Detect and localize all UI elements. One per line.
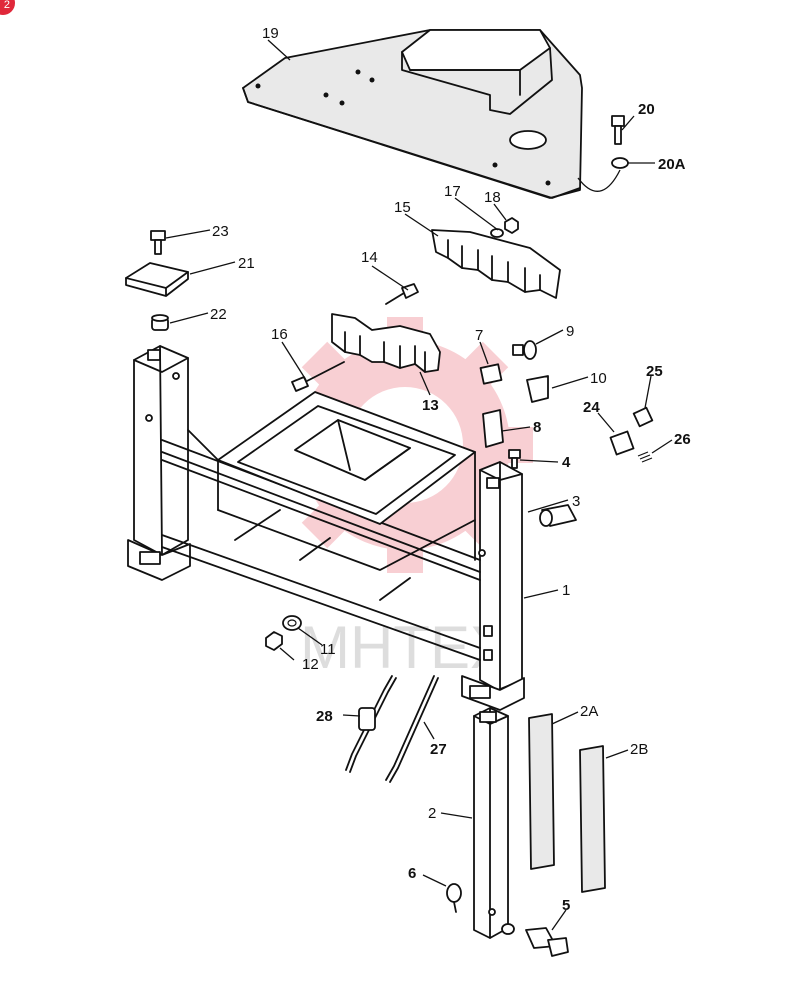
- callout-13: 13: [422, 397, 439, 414]
- leader-lines: [165, 39, 673, 931]
- callout-9: 9: [566, 323, 574, 340]
- callout-11: 11: [320, 641, 336, 658]
- nut-18: [490, 217, 519, 238]
- callout-2b: 2B: [630, 741, 648, 758]
- nut-12: [265, 631, 283, 651]
- curved-bracket-15: [431, 229, 561, 299]
- bolt-14: [385, 283, 419, 305]
- spacer-22: [151, 314, 169, 331]
- callout-14: 14: [361, 249, 378, 266]
- leader-wire: [577, 169, 621, 192]
- pad-21: [125, 262, 189, 297]
- callout-1: 1: [562, 582, 570, 599]
- pin-5: [525, 927, 569, 957]
- callout-labels: 19 20 20A 17 18 15 23 21 22 14 16 13 7 9…: [210, 25, 691, 914]
- fitting-24: [609, 430, 635, 456]
- bolt-23: [150, 230, 166, 255]
- callout-17: 17: [444, 183, 461, 200]
- screw-4: [508, 449, 521, 469]
- screw-9: [512, 340, 537, 360]
- callout-26: 26: [674, 431, 691, 448]
- callout-12: 12: [302, 656, 319, 673]
- plate-2b: [579, 745, 606, 893]
- main-frame: [127, 345, 525, 711]
- callout-16: 16: [271, 326, 288, 343]
- callout-23: 23: [212, 223, 229, 240]
- plate-2a: [528, 713, 555, 870]
- callout-15: 15: [394, 199, 411, 216]
- callout-22: 22: [210, 306, 227, 323]
- callout-2: 2: [428, 805, 436, 822]
- callout-2a: 2A: [580, 703, 598, 720]
- callout-19: 19: [262, 25, 279, 42]
- clip-6: [446, 883, 462, 913]
- leg-extension-2: [473, 707, 515, 939]
- callout-5: 5: [562, 897, 570, 914]
- plate-8: [482, 409, 504, 448]
- callout-8: 8: [533, 419, 541, 436]
- callout-18: 18: [484, 189, 501, 206]
- callout-24: 24: [583, 399, 600, 416]
- callout-28: 28: [316, 708, 333, 725]
- corner-badge-text: 2: [3, 0, 10, 11]
- shim-10: [526, 375, 549, 403]
- clamp-13: [331, 313, 441, 373]
- fitting-25: [632, 406, 654, 428]
- top-plate: [242, 29, 583, 199]
- callout-25: 25: [646, 363, 663, 380]
- bolt-16: [291, 361, 345, 392]
- block-7: [479, 363, 503, 385]
- corner-badge: 2: [0, 0, 15, 15]
- spring-26: [637, 451, 653, 463]
- washer-20a: [611, 157, 629, 169]
- callout-27: 27: [430, 741, 447, 758]
- callout-20: 20: [638, 101, 655, 118]
- callout-6: 6: [408, 865, 416, 882]
- washer-11: [282, 615, 302, 631]
- callout-21: 21: [238, 255, 255, 272]
- pin-3: [539, 504, 577, 527]
- chain-28: [345, 675, 397, 773]
- callout-4: 4: [562, 454, 571, 471]
- callout-3: 3: [572, 493, 580, 510]
- callout-10: 10: [590, 370, 607, 387]
- chain-27: [385, 675, 439, 783]
- watermark-text: MHTEX: [300, 614, 510, 681]
- callout-7: 7: [475, 327, 483, 344]
- bolt-20: [611, 115, 625, 145]
- callout-20a: 20A: [658, 156, 686, 173]
